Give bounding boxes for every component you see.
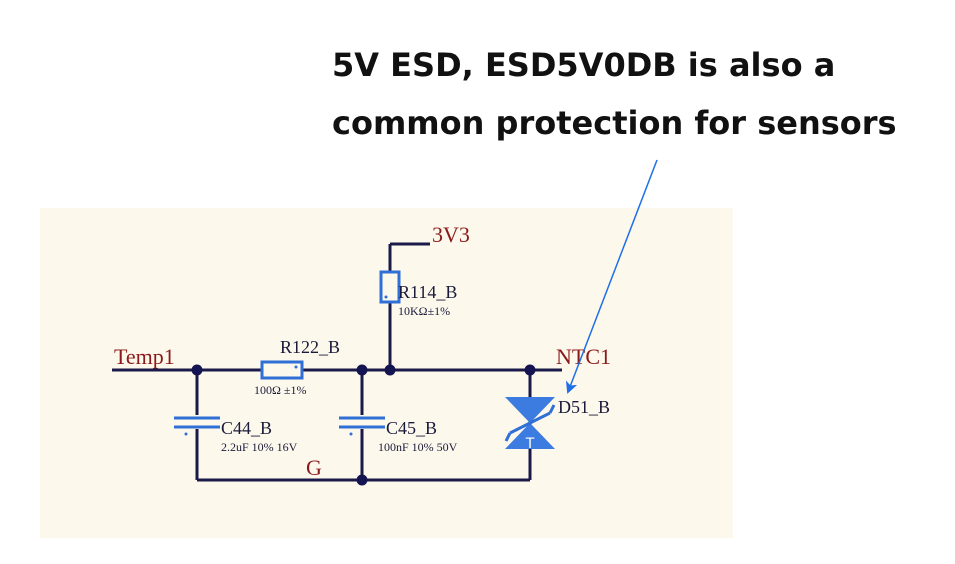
value-r114: 10KΩ±1% <box>398 304 450 318</box>
resistor-r114 <box>379 270 401 304</box>
ref-c44: C44_B <box>221 418 272 438</box>
ref-r122: R122_B <box>280 337 340 357</box>
junction-c45 <box>356 364 368 376</box>
junctions <box>191 364 536 486</box>
annotation-line-1: 5V ESD, ESD5V0DB is also a <box>332 46 836 84</box>
ref-r114: R114_B <box>398 282 457 302</box>
capacitor-c45 <box>339 415 385 436</box>
ref-d51: D51_B <box>558 397 610 417</box>
junction-c44 <box>191 364 203 376</box>
resistor-r122 <box>260 360 304 380</box>
net-label-3v3: 3V3 <box>432 222 470 247</box>
callout-arrow <box>565 159 658 394</box>
diode-symbol-letter: T <box>525 436 535 452</box>
tvs-diode-d51: T <box>504 397 556 452</box>
junction-ground <box>356 474 368 486</box>
capacitor-c44 <box>174 415 220 436</box>
net-label-ntc1: NTC1 <box>556 344 611 369</box>
annotation-callout: 5V ESD, ESD5V0DB is also a common protec… <box>332 36 942 152</box>
value-r122: 100Ω ±1% <box>254 383 307 397</box>
net-label-temp1: Temp1 <box>114 344 175 369</box>
junction-r114 <box>384 364 396 376</box>
junction-d51 <box>524 364 536 376</box>
value-c44: 2.2uF 10% 16V <box>221 440 298 454</box>
value-c45: 100nF 10% 50V <box>378 440 458 454</box>
annotation-line-2: common protection for sensors <box>332 104 897 142</box>
net-label-ground: G <box>306 455 322 480</box>
ref-c45: C45_B <box>386 418 437 438</box>
